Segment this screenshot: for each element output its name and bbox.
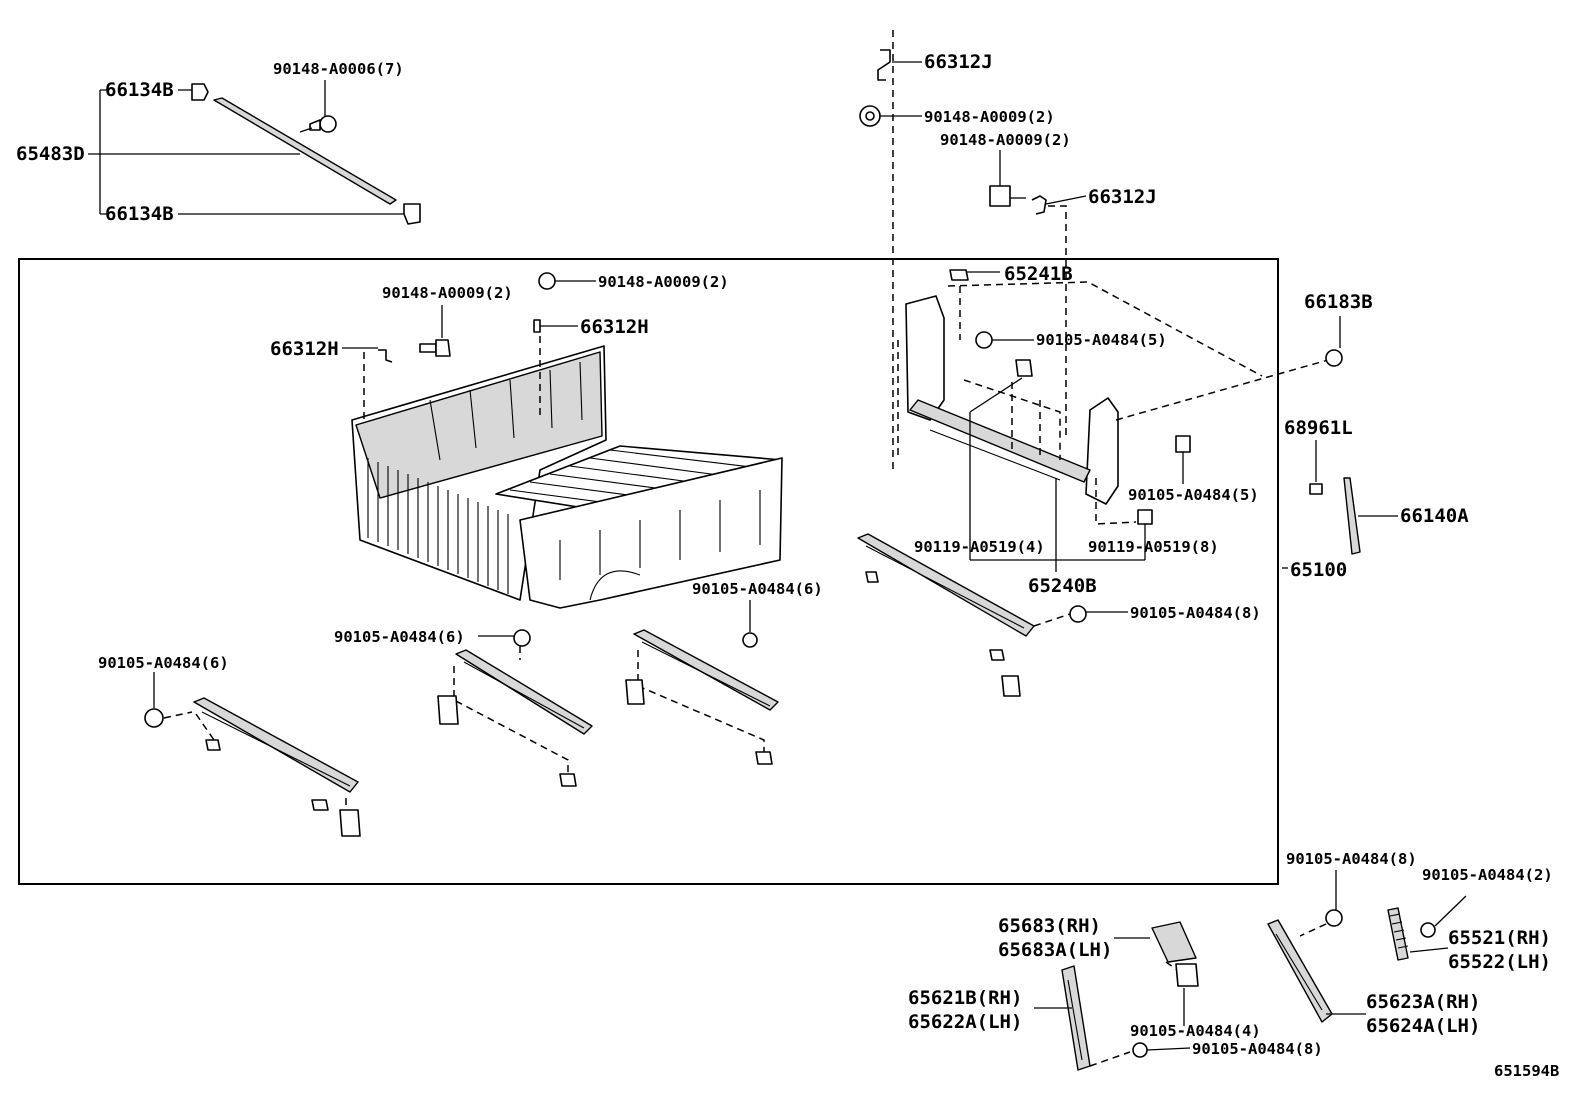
- part-65483D-group: [88, 80, 421, 225]
- label-90119-A0519-4: 90119-A0519(4): [914, 538, 1045, 556]
- label-65621B-rh: 65621B(RH): [908, 987, 1022, 1009]
- accessory-parts: [1034, 870, 1467, 1071]
- label-90148-A0009-d: 90148-A0009(2): [598, 273, 729, 291]
- drawing-number: 651594B: [1494, 1062, 1559, 1080]
- label-65622A-lh: 65622A(LH): [908, 1011, 1022, 1033]
- label-65683-rh: 65683(RH): [998, 915, 1101, 937]
- label-90148-A0009-a: 90148-A0009(2): [924, 108, 1055, 126]
- cross-member-rails: [144, 533, 1128, 837]
- label-90105-A0484-8c: 90105-A0484(8): [1192, 1040, 1323, 1058]
- label-65683A-lh: 65683A(LH): [998, 939, 1112, 961]
- label-65522-lh: 65522(LH): [1448, 951, 1551, 973]
- label-65521-rh: 65521(RH): [1448, 927, 1551, 949]
- label-90105-A0484-2: 90105-A0484(2): [1422, 866, 1553, 884]
- label-90105-A0484-8a: 90105-A0484(8): [1130, 604, 1261, 622]
- label-66312H-left: 66312H: [270, 338, 339, 360]
- label-90148-A0009-c: 90148-A0009(2): [382, 284, 513, 302]
- label-66312J-top: 66312J: [924, 51, 993, 73]
- label-66134B-top: 66134B: [105, 79, 174, 101]
- label-66134B-bot: 66134B: [105, 203, 174, 225]
- label-66312H-mid: 66312H: [580, 316, 649, 338]
- label-90105-A0484-6c: 90105-A0484(6): [98, 654, 229, 672]
- label-65483D: 65483D: [16, 143, 85, 165]
- assembly-frame: [18, 258, 1279, 885]
- label-90148-A0006: 90148-A0006(7): [273, 60, 404, 78]
- truck-bed-65100: [342, 272, 783, 609]
- callout-labels: 66134B 65483D 66134B 90148-A0006(7) 6631…: [16, 51, 1559, 1080]
- label-90105-A0484-8b: 90105-A0484(8): [1286, 850, 1417, 868]
- label-65624A-lh: 65624A(LH): [1366, 1015, 1480, 1037]
- label-90105-A0484-5b: 90105-A0484(5): [1128, 486, 1259, 504]
- label-65100: 65100: [1290, 559, 1347, 581]
- label-65241B: 65241B: [1004, 263, 1073, 285]
- label-66140A: 66140A: [1400, 505, 1469, 527]
- label-90105-A0484-6a: 90105-A0484(6): [692, 580, 823, 598]
- label-90105-A0484-5a: 90105-A0484(5): [1036, 331, 1167, 349]
- label-65240B: 65240B: [1028, 575, 1097, 597]
- label-66183B: 66183B: [1304, 291, 1373, 313]
- label-90119-A0519-8: 90119-A0519(8): [1088, 538, 1219, 556]
- label-90105-A0484-4: 90105-A0484(4): [1130, 1022, 1261, 1040]
- bracket-66312J-group: [859, 30, 1087, 470]
- label-65623A-rh: 65623A(RH): [1366, 991, 1480, 1013]
- tailgate-frame-65240B: [897, 269, 1398, 572]
- label-90148-A0009-b: 90148-A0009(2): [940, 131, 1071, 149]
- label-68961L: 68961L: [1284, 417, 1353, 439]
- label-90105-A0484-6b: 90105-A0484(6): [334, 628, 465, 646]
- label-66312J-mid: 66312J: [1088, 186, 1157, 208]
